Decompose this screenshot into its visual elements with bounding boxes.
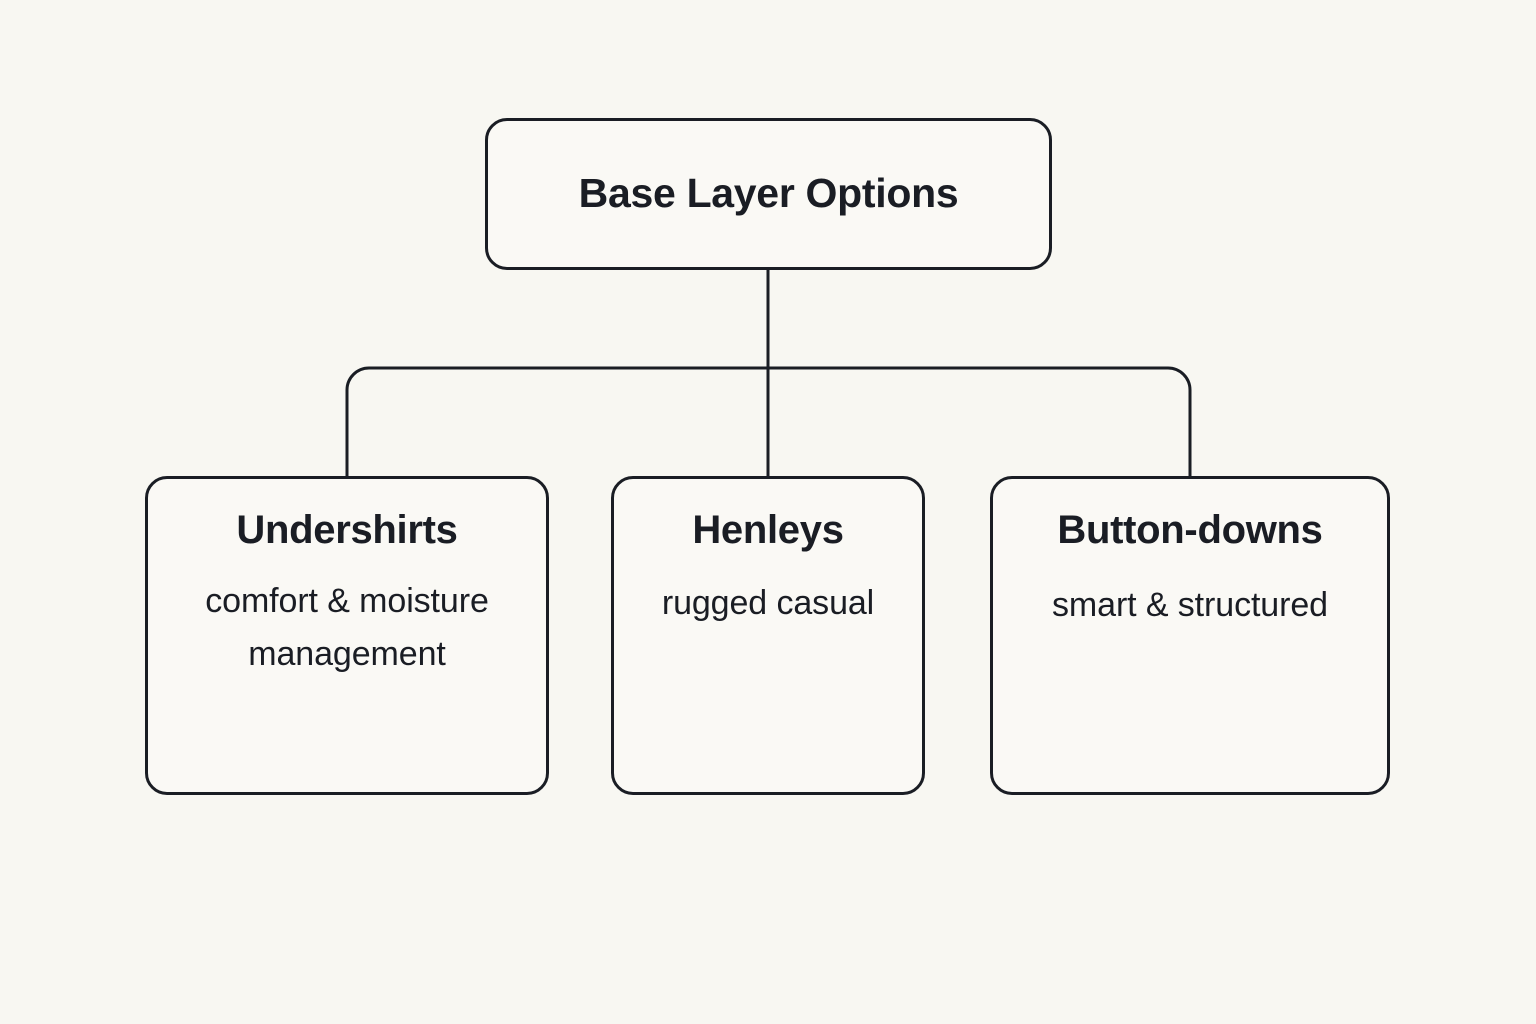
node-undershirts[interactable]: Undershirts comfort & moisture managemen… — [145, 476, 549, 795]
node-button-downs-subtitle: smart & structured — [1052, 586, 1328, 624]
node-button-downs-title: Button-downs — [1057, 508, 1323, 552]
connector-bus-left — [345, 366, 768, 476]
node-undershirts-title: Undershirts — [236, 508, 458, 552]
node-henleys-subtitle: rugged casual — [661, 584, 875, 622]
node-henleys-title: Henleys — [692, 508, 844, 552]
node-root[interactable]: Base Layer Options — [485, 118, 1052, 270]
node-undershirts-subtitle: comfort & moisture management — [205, 582, 489, 673]
node-root-title: Base Layer Options — [578, 170, 959, 217]
connector-bus-right — [768, 366, 1192, 476]
node-button-downs[interactable]: Button-downs smart & structured — [990, 476, 1390, 795]
node-henleys[interactable]: Henleys rugged casual — [611, 476, 925, 795]
